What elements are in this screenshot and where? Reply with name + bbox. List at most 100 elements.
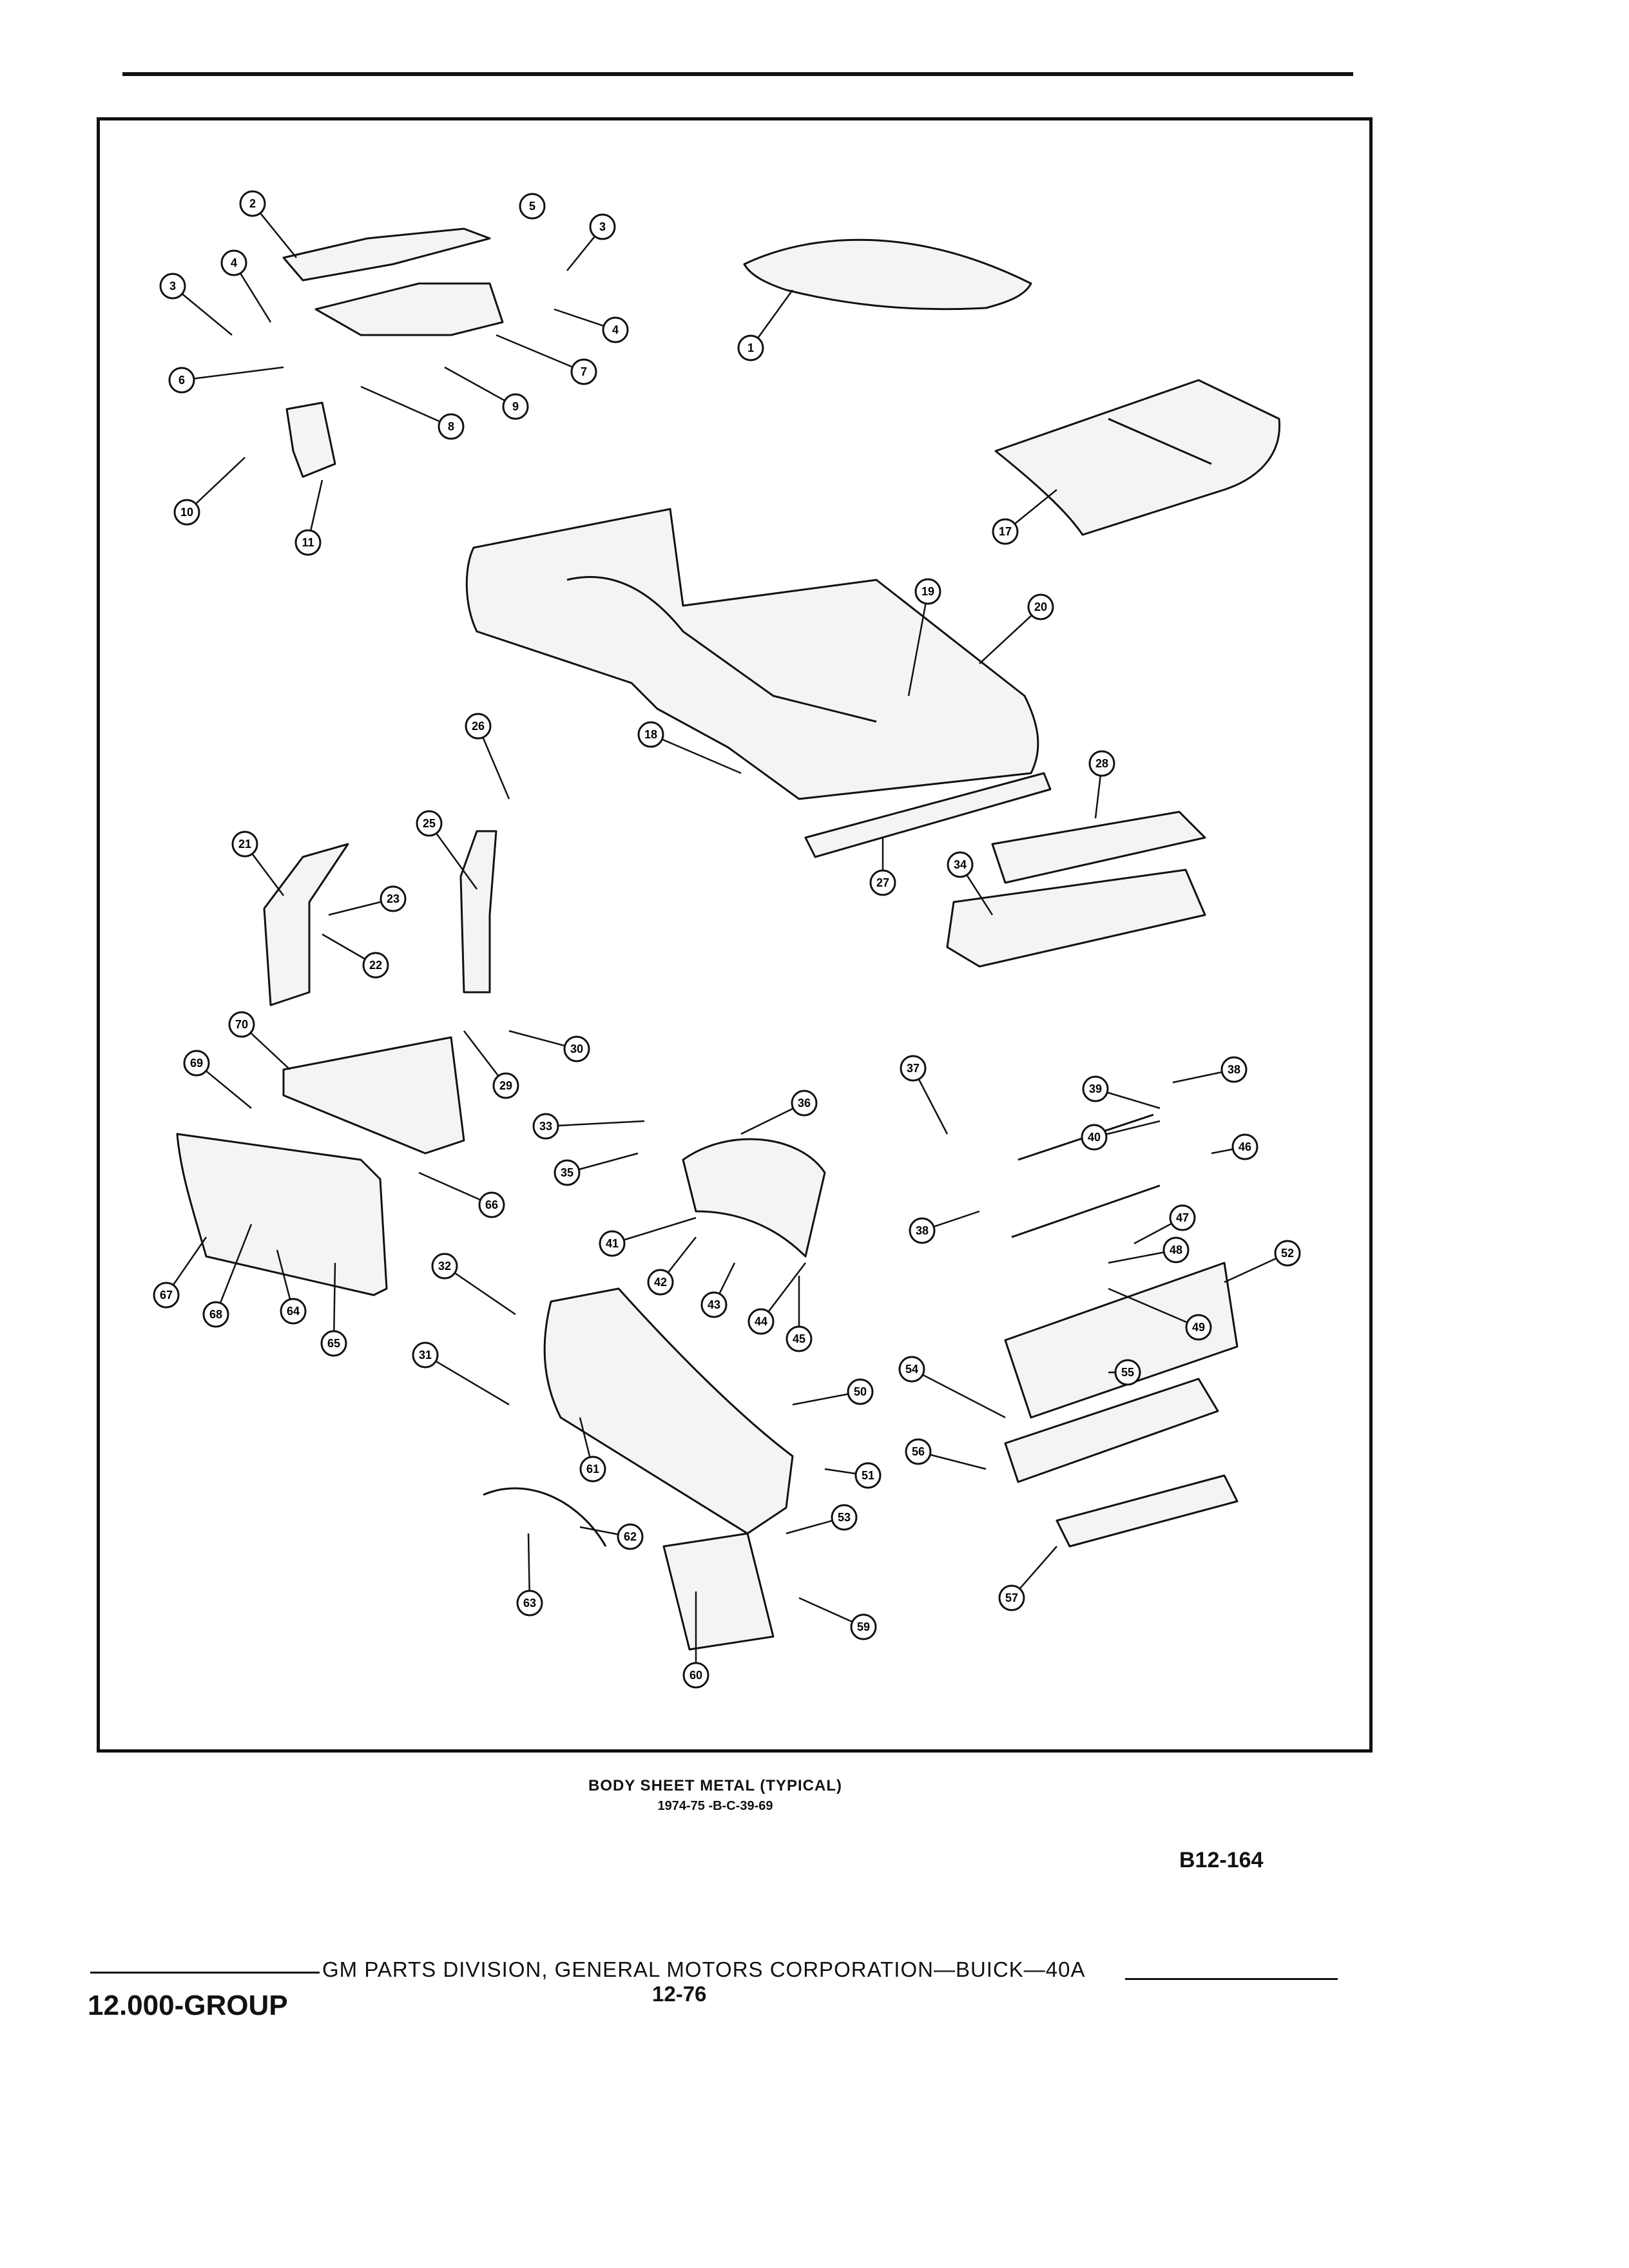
callout-number: 31: [419, 1349, 432, 1361]
callout-39: 39: [1082, 1075, 1161, 1110]
callout-circle: [905, 1438, 932, 1465]
callout-leader: [328, 901, 381, 916]
callout-leader: [250, 1032, 291, 1070]
lock-pillar: [263, 843, 349, 1006]
callout-27: 27: [869, 838, 896, 896]
callout-63: 63: [516, 1533, 543, 1617]
callout-2: 2: [239, 190, 297, 258]
callout-number: 52: [1281, 1247, 1294, 1260]
callout-37: 37: [900, 1055, 949, 1135]
callout-circle: [1169, 1204, 1196, 1231]
floor-tunnel: [566, 576, 877, 723]
callout-number: 26: [472, 720, 485, 733]
callout-circle: [747, 1308, 775, 1335]
callout-60: 60: [682, 1591, 709, 1689]
callout-11: 11: [294, 479, 323, 556]
figure-code: B12-164: [1179, 1848, 1264, 1872]
callout-circle: [570, 358, 597, 385]
callout-circle: [320, 1330, 347, 1357]
callout-33: 33: [532, 1113, 645, 1140]
callout-number: 62: [624, 1530, 637, 1543]
callout-circle: [700, 1291, 728, 1318]
callout-number: 40: [1088, 1131, 1101, 1144]
callout-66: 66: [418, 1171, 505, 1218]
callout-leader: [206, 1070, 252, 1109]
callout-circle: [168, 367, 195, 394]
callout-leader: [1108, 1251, 1164, 1264]
callout-23: 23: [328, 885, 407, 916]
callout-leader: [824, 1468, 856, 1475]
callout-number: 27: [876, 876, 889, 889]
callout-circle: [992, 518, 1019, 545]
callout-number: 30: [570, 1043, 583, 1055]
callout-leader: [930, 1454, 987, 1470]
deck-lid-crease: [1108, 418, 1212, 465]
callout-8: 8: [360, 385, 465, 440]
callout-circle: [362, 952, 389, 979]
callout-17: 17: [992, 489, 1057, 545]
callout-circle: [1027, 593, 1054, 620]
callout-circle: [183, 1050, 210, 1077]
callout-leader: [360, 385, 440, 423]
callout-number: 7: [581, 365, 587, 378]
callout-leader: [454, 1273, 516, 1316]
rear-wheelhouse: [682, 1138, 826, 1258]
callout-number: 5: [529, 200, 535, 213]
callout-leader: [1106, 1120, 1161, 1135]
center-pillar: [459, 830, 497, 994]
callout-38: 38: [1172, 1056, 1248, 1084]
callout-circle: [737, 334, 764, 361]
callout-circle: [850, 1613, 877, 1640]
callout-48: 48: [1108, 1236, 1190, 1264]
callout-number: 68: [209, 1308, 222, 1321]
callout-38: 38: [909, 1210, 980, 1244]
callout-leader: [1172, 1071, 1222, 1084]
callout-circle: [465, 713, 492, 740]
quarter-panel: [543, 1287, 794, 1535]
callout-circle: [502, 393, 529, 420]
callout-number: 8: [448, 420, 454, 433]
callout-leader: [182, 293, 233, 336]
callout-52: 52: [1224, 1240, 1301, 1283]
callout-3: 3: [159, 273, 233, 336]
callout-circle: [599, 1230, 626, 1257]
callout-leader: [662, 738, 742, 774]
callout-number: 46: [1239, 1140, 1251, 1153]
callout-circle: [998, 1584, 1025, 1611]
callout-number: 9: [512, 400, 519, 413]
callout-number: 65: [327, 1337, 340, 1350]
callout-leader: [579, 1526, 618, 1535]
callout-19: 19: [907, 578, 941, 697]
callout-number: 4: [231, 256, 237, 269]
callout-circle: [1114, 1359, 1141, 1386]
body-parts-group: [176, 227, 1281, 1651]
callout-number: 6: [178, 374, 185, 387]
callout-number: 39: [1089, 1082, 1102, 1095]
callout-44: 44: [747, 1262, 806, 1335]
callout-circle: [637, 721, 664, 748]
callout-70: 70: [228, 1011, 291, 1070]
callout-47: 47: [1133, 1204, 1196, 1245]
callout-circle: [1231, 1133, 1258, 1160]
callout-number: 21: [238, 838, 251, 850]
callout-leader: [1094, 776, 1101, 819]
callout-31: 31: [412, 1341, 510, 1406]
callout-1: 1: [737, 289, 794, 361]
callout-circle: [909, 1217, 936, 1244]
callout-number: 55: [1121, 1366, 1134, 1379]
callout-leader: [333, 1262, 336, 1331]
callout-number: 23: [387, 892, 400, 905]
callout-leader: [322, 933, 365, 960]
callout-circle: [647, 1269, 674, 1296]
callout-circle: [294, 529, 322, 556]
callout-number: 20: [1034, 601, 1047, 613]
callout-circle: [563, 1035, 590, 1062]
callout-7: 7: [496, 334, 597, 385]
callout-circle: [786, 1325, 813, 1352]
callout-leader: [252, 854, 284, 896]
callout-22: 22: [322, 933, 389, 979]
callout-number: 61: [586, 1463, 599, 1475]
callout-28: 28: [1088, 750, 1115, 819]
callout-26: 26: [465, 713, 510, 800]
callout-leader: [923, 1374, 1006, 1419]
